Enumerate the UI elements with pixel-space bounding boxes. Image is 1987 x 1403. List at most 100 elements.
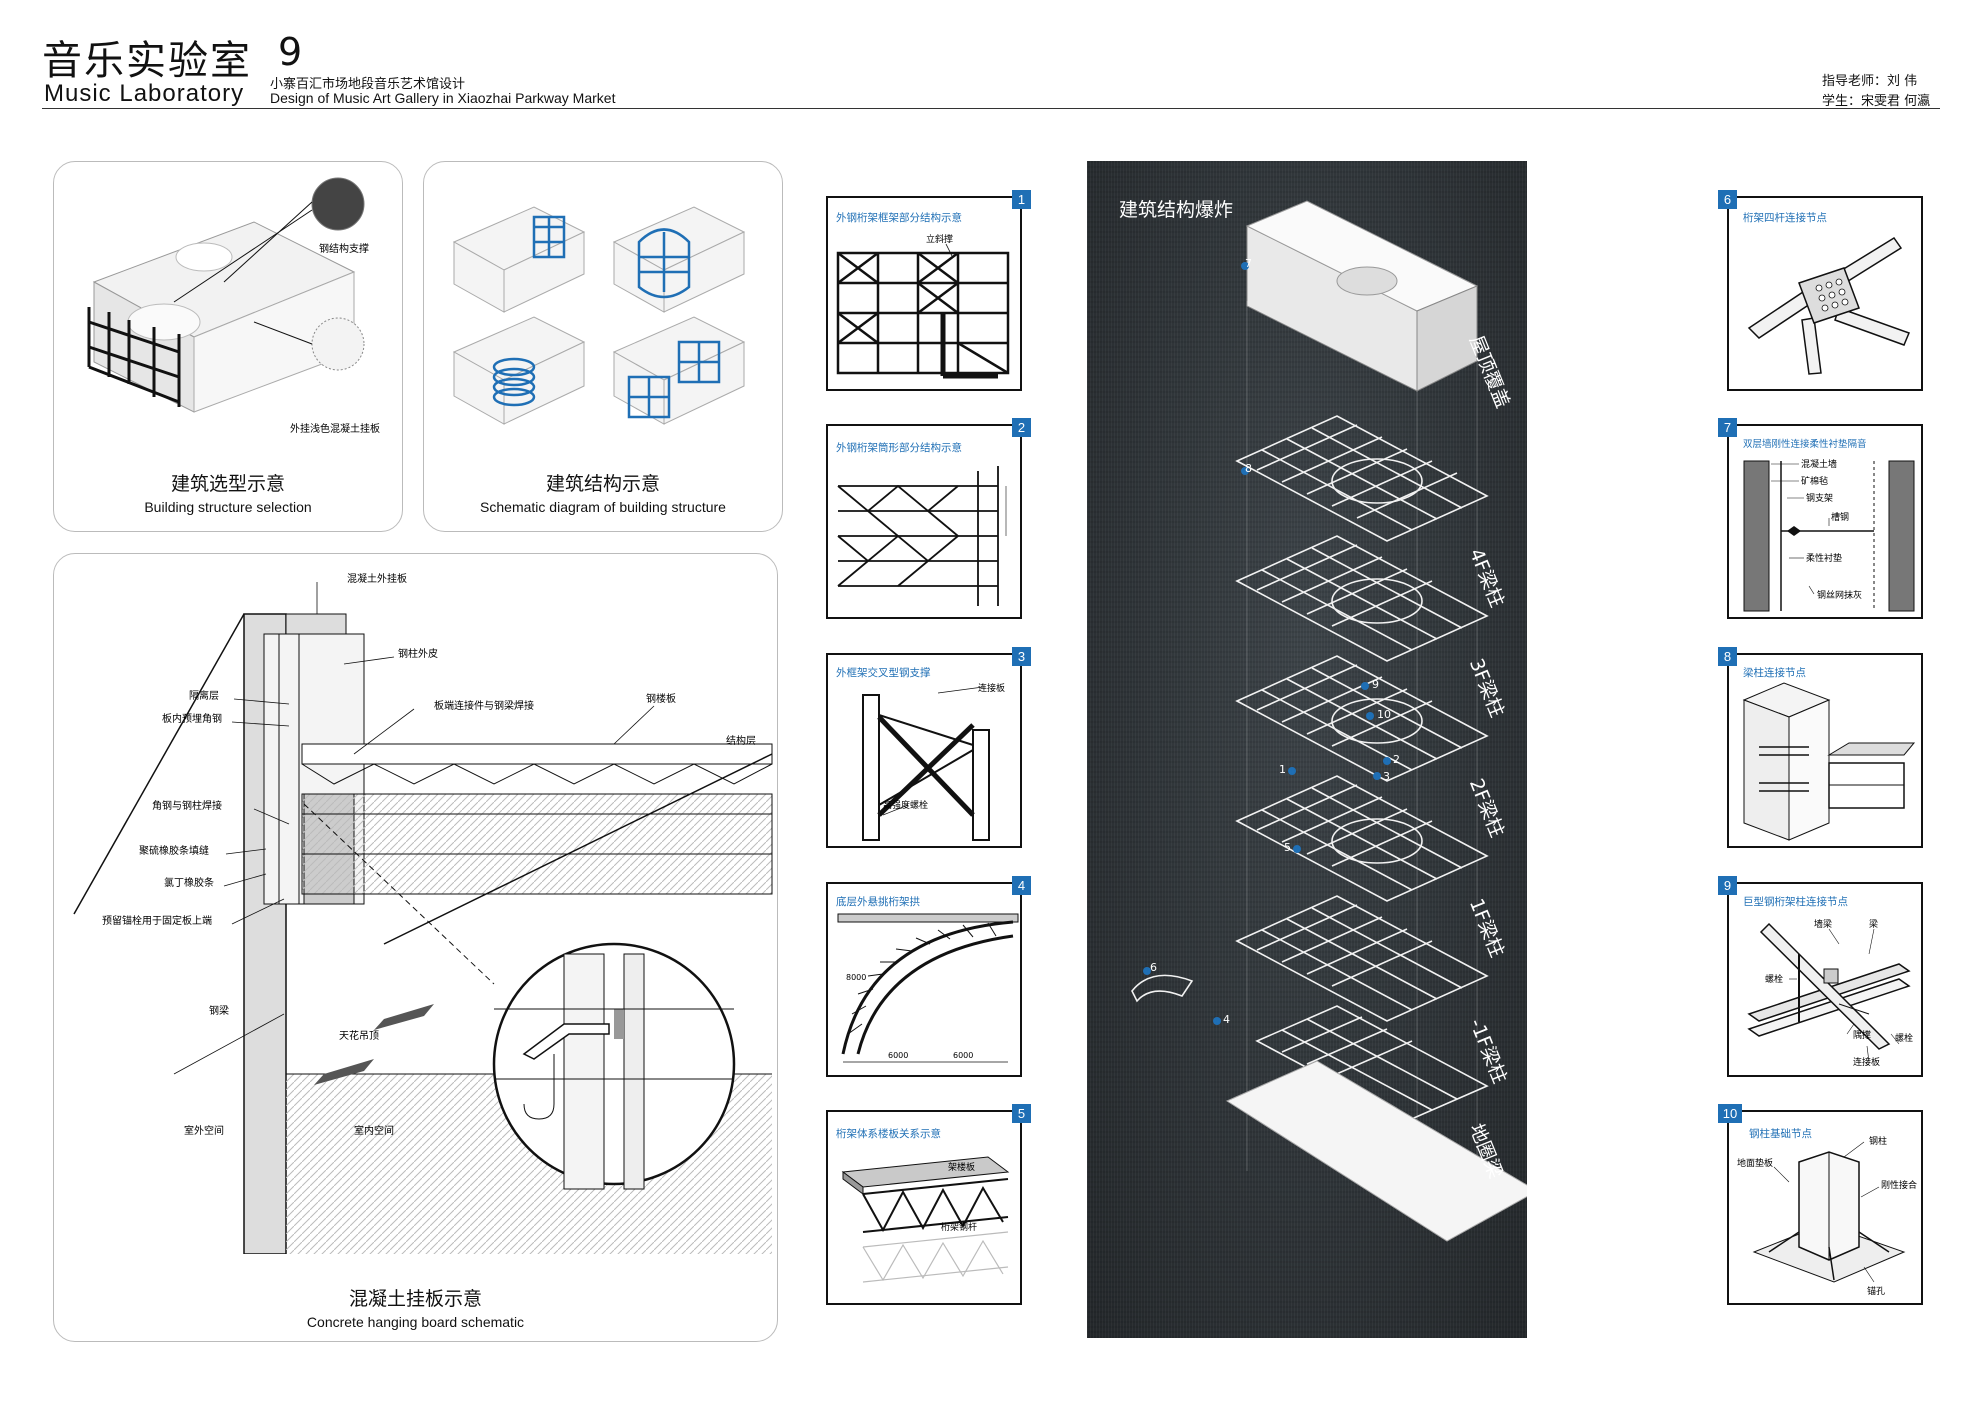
detail-title-5: 桁架体系楼板关系示意 (836, 1128, 941, 1140)
exploded-axon-panel: 建筑结构爆炸 (1087, 161, 1527, 1338)
label-steel-beam: 钢梁 (209, 1004, 229, 1017)
label-anchor-hole: 锚孔 (1867, 1285, 1885, 1297)
label-channel-steel: 槽钢 (1831, 511, 1849, 523)
label-height: 8000 (846, 973, 866, 982)
exploded-title: 建筑结构爆炸 (1119, 199, 1234, 221)
concrete-title-en: Concrete hanging board schematic (306, 1314, 525, 1330)
structure-title-en: Schematic diagram of building structure (480, 499, 726, 515)
structure-title-cn: 建筑结构示意 (545, 473, 660, 495)
concrete-title-cn: 混凝土挂板示意 (348, 1288, 482, 1310)
label-steel-bracket: 钢支架 (1806, 492, 1833, 504)
label-isolation: 隔离层 (189, 689, 219, 702)
detail-box-2: 2 外钢桁架筒形部分结构示意 (826, 418, 1031, 619)
advisor-credit: 指导老师：刘 伟 (1822, 74, 1918, 89)
detail-title-2: 外钢桁架筒形部分结构示意 (836, 442, 962, 454)
label-steel-support: 钢结构支撑 (319, 242, 369, 255)
explode-marker-1: 1 (1279, 763, 1286, 776)
page-number: 9 (278, 30, 303, 74)
label-rubber-fill: 聚硫橡胶条填缝 (139, 844, 209, 857)
detail-drawing-9: 墙梁 梁 螺栓 隅撑 连接板 螺栓 (1747, 918, 1913, 1068)
page-title-cn: 音乐实验室 (42, 38, 252, 84)
detail-number-4: 4 (1012, 876, 1031, 895)
structure-panel: 建筑结构示意 Schematic diagram of building str… (423, 161, 783, 532)
detail-drawing-5: 架楼板 桁架钢杆 (841, 1156, 1010, 1283)
concrete-panel: 混凝土外挂板 钢柱外皮 隔离层 板内预埋角钢 板端连接件与钢梁焊接 钢楼板 结构… (53, 553, 778, 1342)
explode-marker-10: 10 (1377, 708, 1391, 721)
detail-drawing-6 (1747, 236, 1910, 375)
explode-marker-7: 7 (1245, 257, 1252, 270)
label-angle-weld: 角钢与钢柱焊接 (152, 799, 222, 812)
explode-marker-6: 6 (1150, 961, 1157, 974)
concrete-section-drawing: 混凝土外挂板 钢柱外皮 隔离层 板内预埋角钢 板端连接件与钢梁焊接 钢楼板 结构… (73, 572, 773, 1254)
label-steel-deck: 钢楼板 (646, 692, 676, 705)
label-board-connector: 板端连接件与钢梁焊接 (434, 699, 534, 712)
label-bolt-2: 螺栓 (1895, 1032, 1913, 1044)
label-upright-brace: 立斜撑 (926, 233, 953, 245)
header-divider (42, 108, 1940, 109)
detail-number-2: 2 (1012, 418, 1031, 437)
exploded-drawing: 7 8 9 10 1 2 3 5 6 4 (1131, 200, 1527, 1242)
label-span-2: 6000 (953, 1051, 973, 1060)
detail-number-9: 9 (1718, 876, 1737, 895)
label-connection-plate: 连接板 (1853, 1056, 1880, 1068)
page-title-en: Music Laboratory (44, 80, 245, 107)
label-indoor: 室内空间 (354, 1124, 394, 1137)
label-ceiling: 天花吊顶 (339, 1029, 379, 1042)
detail-title-1: 外钢桁架框架部分结构示意 (836, 212, 962, 224)
explode-marker-2: 2 (1393, 753, 1400, 766)
detail-title-10: 钢柱基础节点 (1749, 1128, 1812, 1140)
detail-title-9: 巨型钢桁架柱连接节点 (1743, 896, 1848, 908)
label-rigid-joint: 刚性接合 (1881, 1179, 1917, 1191)
label-steel-skin: 钢柱外皮 (398, 647, 438, 660)
label-bolt-1: 螺栓 (1765, 973, 1783, 985)
detail-number-1: 1 (1012, 190, 1031, 209)
selection-illustration: 钢结构支撑 外挂浅色混凝土挂板 (87, 177, 380, 435)
label-structure-layer: 结构层 (726, 734, 756, 747)
label-base-plate: 地面垫板 (1737, 1157, 1773, 1169)
label-embedded-angle: 板内预埋角钢 (162, 712, 222, 725)
label-flexible-pad: 柔性衬垫 (1806, 552, 1842, 564)
label-steel-column: 钢柱 (1869, 1135, 1887, 1147)
label-beam: 梁 (1869, 918, 1878, 930)
detail-drawing-4: 8000 6000 6000 (837, 913, 1019, 1063)
label-wire-plaster: 钢丝网抹灰 (1817, 589, 1862, 601)
project-subtitle-cn: 小寨百汇市场地段音乐艺术馆设计 (270, 77, 466, 92)
selection-title-en: Building structure selection (144, 499, 312, 515)
label-wall-beam: 墙梁 (1814, 918, 1832, 930)
label-floor-slab: 架楼板 (948, 1161, 975, 1173)
label-hs-bolt: 高强度螺栓 (883, 799, 928, 811)
label-truss-rod: 桁架钢杆 (941, 1221, 977, 1233)
label-concrete-wall: 混凝土墙 (1801, 458, 1837, 470)
detail-box-10: 10 钢柱基础节点 钢柱 地面垫板 刚性接合 锚孔 (1718, 1104, 1923, 1305)
detail-title-8: 梁柱连接节点 (1743, 667, 1806, 679)
detail-box-3: 3 外框架交叉型钢支撑 连接板 高强度螺栓 (826, 647, 1031, 848)
label-chloroprene: 氯丁橡胶条 (164, 876, 214, 889)
label-concrete-board: 外挂浅色混凝土挂板 (290, 422, 380, 435)
detail-number-10: 10 (1718, 1104, 1742, 1123)
detail-number-7: 7 (1718, 418, 1737, 437)
label-outer-panel: 混凝土外挂板 (347, 572, 407, 585)
student-credit: 学生：宋雯君 何瀛 (1822, 94, 1931, 109)
selection-panel: 钢结构支撑 外挂浅色混凝土挂板 建筑选型示意 Building structur… (53, 161, 403, 532)
label-anchor-bolt: 预留锚栓用于固定板上端 (102, 914, 212, 927)
detail-number-5: 5 (1012, 1104, 1031, 1123)
detail-box-1: 1 外钢桁架框架部分结构示意 立斜撑 (826, 190, 1031, 391)
label-outdoor: 室外空间 (184, 1124, 224, 1137)
detail-box-7: 7 双层墙刚性连接柔性衬垫隔音 混凝土墙 矿棉毡 钢支架 槽钢 柔性衬垫 钢丝网… (1718, 418, 1923, 619)
label-span-1: 6000 (888, 1051, 908, 1060)
detail-title-3: 外框架交叉型钢支撑 (836, 667, 931, 679)
detail-drawing-10: 钢柱 地面垫板 刚性接合 锚孔 (1737, 1135, 1917, 1297)
structure-illustration (452, 206, 746, 425)
detail-number-3: 3 (1012, 647, 1031, 666)
detail-drawing-1: 立斜撑 (836, 233, 1010, 379)
project-subtitle-en: Design of Music Art Gallery in Xiaozhai … (270, 90, 616, 106)
detail-title-4: 底层外悬挑桁架拱 (836, 896, 920, 908)
label-knee-brace: 隅撑 (1853, 1029, 1871, 1041)
detail-number-8: 8 (1718, 647, 1737, 666)
detail-drawing-8 (1742, 682, 1916, 841)
selection-title-cn: 建筑选型示意 (170, 473, 285, 495)
explode-marker-5: 5 (1284, 841, 1291, 854)
detail-drawing-2 (837, 466, 1007, 606)
detail-drawing-3: 连接板 高强度螺栓 (862, 682, 1005, 841)
detail-box-6: 6 桁架四杆连接节点 (1718, 190, 1923, 391)
